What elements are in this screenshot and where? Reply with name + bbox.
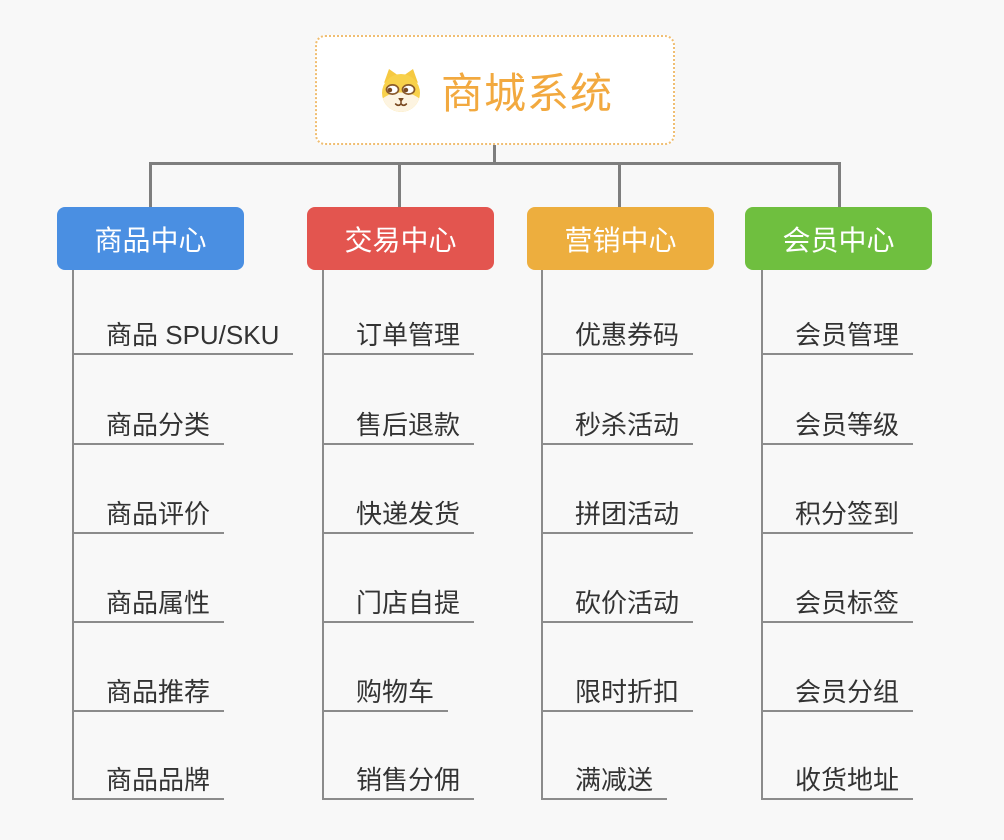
- connector-drop-1: [149, 163, 152, 207]
- leaf-node[interactable]: 商品属性: [72, 588, 225, 623]
- leaf-node[interactable]: 销售分佣: [322, 765, 475, 800]
- connector-drop-4: [838, 163, 841, 207]
- leaf-node[interactable]: 会员标签: [761, 588, 914, 623]
- connector-drop-3: [618, 163, 621, 207]
- leaf-node[interactable]: 售后退款: [322, 410, 475, 445]
- leaf-node[interactable]: 快递发货: [322, 499, 475, 534]
- leaf-node[interactable]: 订单管理: [322, 320, 475, 355]
- connector-root-stub: [493, 145, 496, 163]
- connector-horizontal: [149, 162, 841, 165]
- leaf-node[interactable]: 砍价活动: [541, 588, 694, 623]
- branch-trunk-2: [322, 270, 324, 798]
- branch-node-product-center[interactable]: 商品中心: [57, 207, 244, 270]
- branch-node-marketing-center[interactable]: 营销中心: [527, 207, 714, 270]
- root-node[interactable]: 商城系统: [315, 35, 675, 145]
- leaf-node[interactable]: 会员分组: [761, 677, 914, 712]
- branch-trunk-4: [761, 270, 763, 798]
- leaf-node[interactable]: 收货地址: [761, 765, 914, 800]
- leaf-node[interactable]: 购物车: [322, 677, 449, 712]
- leaf-node[interactable]: 商品评价: [72, 499, 225, 534]
- connector-drop-2: [398, 163, 401, 207]
- leaf-node[interactable]: 门店自提: [322, 588, 475, 623]
- branch-node-member-center[interactable]: 会员中心: [745, 207, 932, 270]
- branch-trunk-1: [72, 270, 74, 798]
- dog-face-icon: [381, 69, 420, 112]
- leaf-node[interactable]: 优惠券码: [541, 320, 694, 355]
- branch-trunk-3: [541, 270, 543, 798]
- leaf-node[interactable]: 商品推荐: [72, 677, 225, 712]
- leaf-node[interactable]: 会员等级: [761, 410, 914, 445]
- leaf-node[interactable]: 秒杀活动: [541, 410, 694, 445]
- leaf-node[interactable]: 满减送: [541, 765, 668, 800]
- leaf-node[interactable]: 积分签到: [761, 499, 914, 534]
- leaf-node[interactable]: 商品 SPU/SKU: [72, 320, 294, 355]
- root-title: 商城系统: [440, 69, 613, 117]
- leaf-node[interactable]: 商品分类: [72, 410, 225, 445]
- branch-node-trade-center[interactable]: 交易中心: [307, 207, 494, 270]
- leaf-node[interactable]: 商品品牌: [72, 765, 225, 800]
- leaf-node[interactable]: 限时折扣: [541, 677, 694, 712]
- leaf-node[interactable]: 拼团活动: [541, 499, 694, 534]
- leaf-node[interactable]: 会员管理: [761, 320, 914, 355]
